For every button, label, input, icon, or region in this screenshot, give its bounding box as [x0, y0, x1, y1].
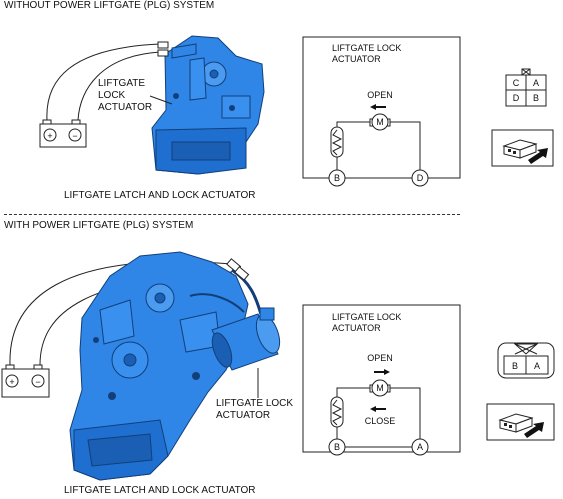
open-arrow-bottom-icon [374, 369, 390, 375]
liftgate-latch-top [151, 35, 265, 175]
connector-pin-d: D [513, 93, 520, 103]
callout-leader-top [149, 95, 173, 105]
caption-bottom: LIFTGATE LATCH AND LOCK ACTUATOR [64, 485, 256, 496]
terminal-a-bottom-label: A [417, 442, 423, 452]
schematic-box-bottom [302, 304, 461, 453]
battery-bottom-minus-symbol: − [35, 377, 40, 387]
actuator-callout-bottom-line1: LIFTGATE LOCK [216, 398, 294, 409]
connector-2pin [497, 342, 555, 379]
battery-plus-terminal [43, 128, 57, 142]
wire-negative-top [77, 51, 161, 121]
schematic-wire-bottom-right [388, 387, 421, 440]
section-divider [4, 214, 460, 215]
terminal-d-top-label: D [417, 173, 424, 183]
battery-bottom-plus-symbol: + [9, 377, 14, 387]
terminal-b-top [328, 169, 346, 187]
connector-pin-b-bottom: B [512, 361, 518, 371]
open-arrow-top-icon [370, 104, 386, 110]
liftgate-latch-bottom [69, 251, 281, 481]
connector-plug-bottom-icon [498, 413, 544, 438]
terminal-b-bottom [328, 438, 346, 456]
connector-pin-a-top: A [533, 78, 539, 88]
motor-symbol-bottom: M [376, 383, 384, 393]
caption-top: LIFTGATE LATCH AND LOCK ACTUATOR [64, 190, 256, 201]
connector-plug-top-icon [502, 139, 548, 164]
actuator-callout-top-line2: LOCK [98, 90, 126, 101]
schematic-wire-top-left [336, 121, 372, 127]
connector-pin-a-bottom: A [534, 361, 540, 371]
motor-bottom-icon [371, 379, 389, 397]
close-label-bottom: CLOSE [365, 416, 396, 426]
battery-minus-symbol: − [72, 131, 77, 141]
terminal-a-bottom [411, 438, 429, 456]
schematic-wire-top-right [388, 121, 421, 172]
terminal-d-top [411, 169, 429, 187]
connector-4pin [505, 68, 547, 107]
actuator-callout-bottom-line2: ACTUATOR [216, 410, 271, 421]
section-title-without-plg: WITHOUT POWER LIFTGATE (PLG) SYSTEM [4, 0, 215, 11]
battery-bottom-minus-terminal [31, 374, 45, 388]
schematic-title-top-line1: LIFTGATE LOCK [332, 43, 401, 53]
close-arrow-bottom-icon [370, 406, 386, 412]
schematic-wire-bottom-left [336, 387, 372, 397]
actuator-callout-top-line1: LIFTGATE [98, 78, 146, 89]
section-title-with-plg: WITH POWER LIFTGATE (PLG) SYSTEM [4, 220, 194, 231]
open-label-top: OPEN [367, 90, 393, 100]
actuator-callout-top-line3: ACTUATOR [98, 102, 153, 113]
motor-symbol-top: M [376, 117, 384, 127]
open-label-bottom: OPEN [367, 353, 393, 363]
ptc-element-top-icon [330, 126, 344, 158]
battery-bottom-plus-terminal [5, 374, 19, 388]
schematic-title-top-line2: ACTUATOR [332, 54, 381, 64]
connector-pin-b-top: B [533, 93, 539, 103]
wire-positive-top [46, 43, 161, 121]
battery-minus-terminal [68, 128, 82, 142]
schematic-title-bottom-line1: LIFTGATE LOCK [332, 312, 401, 322]
battery-plus-symbol: + [47, 131, 52, 141]
terminal-b-bottom-label: B [334, 442, 340, 452]
schematic-title-bottom-line2: ACTUATOR [332, 323, 381, 333]
ptc-element-bottom-icon [330, 396, 344, 428]
connector-pin-c: C [513, 78, 520, 88]
terminal-b-top-label: B [334, 173, 340, 183]
motor-top-icon [371, 113, 389, 131]
